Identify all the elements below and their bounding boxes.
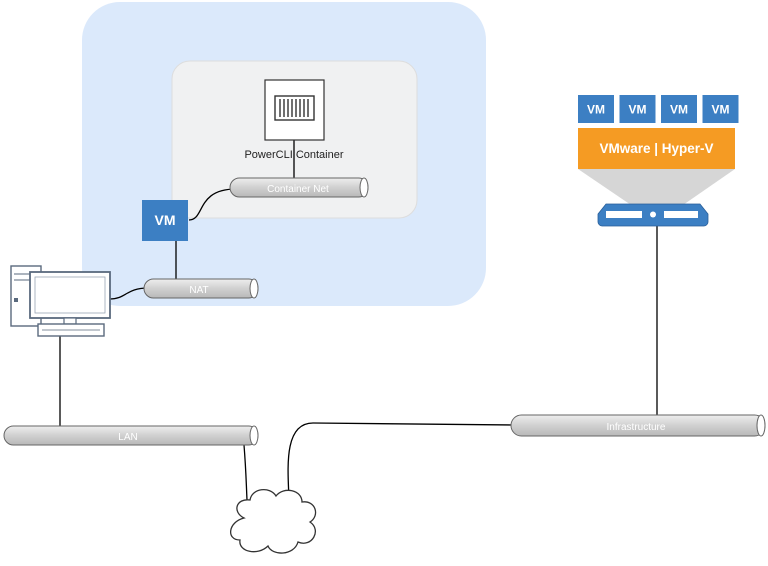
hypervisor-vm-label-2: VM <box>629 103 647 117</box>
container-icon <box>264 79 325 141</box>
wire-vm-to-containernet <box>188 188 237 221</box>
hypervisor-vm-label-3: VM <box>670 103 688 117</box>
lan-label: LAN <box>118 432 137 443</box>
vm-label: VM <box>155 212 176 228</box>
workstation-icon <box>10 265 111 337</box>
vm-box: VM <box>142 200 188 241</box>
hypervisor-bar: VMware | Hyper-V <box>578 128 735 169</box>
hypervisor-vm-label-4: VM <box>712 103 730 117</box>
hypervisor-projection <box>578 169 735 205</box>
hypervisor-vms: VM VM VM VM <box>578 95 739 123</box>
hypervisor-vm-3 <box>661 95 697 123</box>
server-icon <box>597 203 709 227</box>
hypervisor-vm-1 <box>578 95 614 123</box>
hypervisor-label: VMware | Hyper-V <box>599 141 713 156</box>
container-net-label: Container Net <box>267 184 329 195</box>
infrastructure-label: Infrastructure <box>607 422 666 433</box>
pipe-lan: LAN <box>3 425 259 446</box>
container-label: PowerCLI Container <box>244 149 343 161</box>
wires <box>59 140 658 501</box>
wire-workstation-to-nat <box>109 287 149 300</box>
nat-label: NAT <box>189 285 208 296</box>
pipe-container-net: Container Net <box>229 177 369 198</box>
cloud-icon <box>230 489 317 554</box>
pipe-nat: NAT <box>143 278 259 299</box>
hypervisor-vm-4 <box>702 95 739 123</box>
wire-cloud-to-infrastructure <box>287 422 515 501</box>
hypervisor-vm-label-1: VM <box>587 103 605 117</box>
wire-lan-to-cloud <box>243 444 248 501</box>
pipe-infrastructure: Infrastructure <box>510 414 766 437</box>
hypervisor-vm-2 <box>619 95 656 123</box>
